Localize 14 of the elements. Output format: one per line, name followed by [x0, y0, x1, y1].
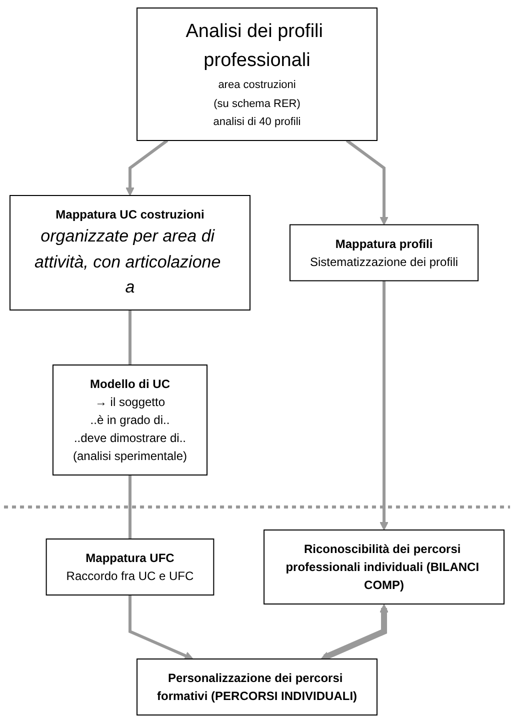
arrow	[126, 139, 168, 196]
connector	[128, 310, 132, 365]
connector	[128, 475, 132, 539]
node-box: Riconoscibilità dei percorsi professionali individuali (BILANCI COMP)	[264, 530, 505, 604]
node-box: Mappatura UC costruzioni organizzate per area di attività, con articolazione a	[9, 195, 250, 310]
node-box: Personalizzazione dei percorsi formativi (PERCORSI INDIVIDUALI)	[136, 658, 378, 716]
node-box: Mappatura profili Sistematizzazione dei profili	[289, 224, 479, 282]
arrow	[320, 604, 388, 660]
arrow	[346, 139, 388, 226]
arrow	[128, 595, 194, 660]
node-box: Modello di UC → il soggetto ..è in grado di.. ..deve dimostrare di.. (analisi sperimentale)	[52, 364, 208, 476]
node-box: Analisi dei profili professionali area costruzioni (su schema RER) analisi di 40 profili	[136, 8, 378, 141]
arrow	[380, 280, 388, 530]
node-box: Mappatura UFC Raccordo fra UC e UFC	[46, 538, 214, 596]
